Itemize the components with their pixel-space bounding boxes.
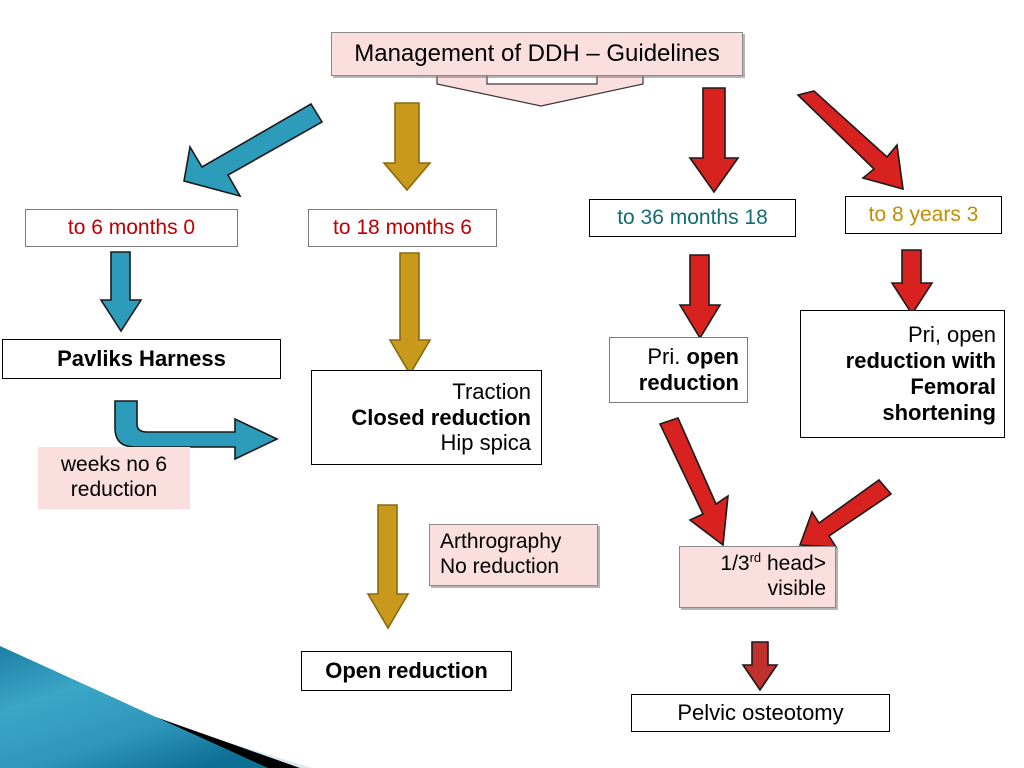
node-open-reduction-label: Open reduction bbox=[325, 658, 488, 684]
age-group-to-36-months-label: to 36 months 18 bbox=[617, 205, 768, 229]
node-pri-open-reduction[interactable]: Pri. open reduction bbox=[609, 337, 748, 403]
node-pavliks-harness-label: Pavliks Harness bbox=[57, 346, 226, 372]
arrow-18months-to-traction bbox=[388, 252, 432, 376]
corner-black-stripe bbox=[0, 662, 300, 768]
node-pri-open-reduction-line1: Pri. open bbox=[610, 344, 739, 370]
node-pelvic-osteotomy[interactable]: Pelvic osteotomy bbox=[631, 694, 890, 732]
node-pri-open-reduction-line2: reduction bbox=[638, 370, 739, 395]
age-group-to-36-months[interactable]: to 36 months 18 bbox=[589, 199, 796, 237]
node-pri-femoral-line4: shortening bbox=[882, 399, 996, 425]
title-chevron-tail bbox=[436, 74, 644, 107]
node-head-visible-fraction: 1/3 bbox=[720, 552, 750, 576]
node-pri-open-reduction-open: open bbox=[686, 344, 739, 370]
corner-teal-triangle bbox=[0, 646, 268, 768]
node-weeks-no-reduction-line1: weeks no 6 bbox=[60, 453, 168, 477]
arrow-title-to-6-months bbox=[183, 102, 324, 198]
arrow-femoral-to-head bbox=[798, 478, 893, 548]
arrow-title-to-18-months bbox=[382, 102, 432, 192]
arrow-head-to-pelvic bbox=[741, 641, 779, 692]
node-head-visible-suffix: head> bbox=[761, 552, 826, 576]
age-group-to-18-months-label: to 18 months 6 bbox=[333, 215, 472, 239]
node-head-visible-ordinal: rd bbox=[749, 550, 762, 566]
node-arthrography-line1: Arthrography bbox=[440, 530, 562, 554]
node-traction-line3: Hip spica bbox=[440, 430, 531, 456]
arrow-title-to-8-years bbox=[796, 90, 904, 191]
node-head-visible[interactable]: 1/3rd head> visible bbox=[679, 546, 836, 608]
node-pri-femoral-shortening[interactable]: Pri, open reduction with Femoral shorten… bbox=[800, 310, 1005, 438]
age-group-to-18-months[interactable]: to 18 months 6 bbox=[308, 209, 497, 247]
age-group-to-6-months[interactable]: to 6 months 0 bbox=[25, 209, 238, 247]
arrow-title-to-36-months bbox=[688, 87, 740, 194]
arrow-6months-to-pavliks bbox=[99, 251, 143, 333]
page-title: Management of DDH – Guidelines bbox=[331, 32, 743, 76]
arrow-traction-to-open bbox=[366, 504, 410, 630]
node-arthrography-line2: No reduction bbox=[440, 555, 560, 578]
corner-pale-band bbox=[0, 672, 312, 768]
page-title-text: Management of DDH – Guidelines bbox=[354, 39, 720, 67]
node-weeks-no-reduction-line2: reduction bbox=[70, 478, 158, 501]
node-pri-femoral-line2: reduction with bbox=[845, 348, 996, 374]
node-traction[interactable]: Traction Closed reduction Hip spica bbox=[311, 370, 542, 465]
node-arthrography[interactable]: Arthrography No reduction bbox=[429, 524, 598, 586]
node-pri-open-reduction-prefix: Pri. bbox=[647, 344, 687, 370]
node-pri-femoral-line3: Femoral bbox=[910, 374, 996, 399]
age-group-to-8-years-label: to 8 years 3 bbox=[868, 202, 979, 226]
node-traction-line1: Traction bbox=[452, 378, 531, 404]
node-pelvic-osteotomy-label: Pelvic osteotomy bbox=[677, 700, 844, 726]
node-weeks-no-reduction[interactable]: weeks no 6 reduction bbox=[38, 447, 190, 509]
arrow-pri-open-to-head bbox=[658, 417, 729, 547]
node-pavliks-harness[interactable]: Pavliks Harness bbox=[2, 339, 281, 379]
arrow-pavliks-curved-right bbox=[114, 400, 279, 461]
age-group-to-8-years[interactable]: to 8 years 3 bbox=[845, 196, 1002, 234]
arrow-36months-to-pri-open bbox=[678, 254, 722, 340]
node-head-visible-line1: 1/3rd head> bbox=[680, 550, 826, 577]
age-group-to-6-months-label: to 6 months 0 bbox=[67, 215, 196, 239]
node-open-reduction[interactable]: Open reduction bbox=[301, 651, 512, 691]
node-head-visible-line2: visible bbox=[767, 577, 826, 600]
node-pri-femoral-line1: Pri, open bbox=[907, 322, 996, 348]
node-traction-line2: Closed reduction bbox=[351, 404, 531, 430]
arrow-8years-to-femoral bbox=[890, 249, 934, 316]
